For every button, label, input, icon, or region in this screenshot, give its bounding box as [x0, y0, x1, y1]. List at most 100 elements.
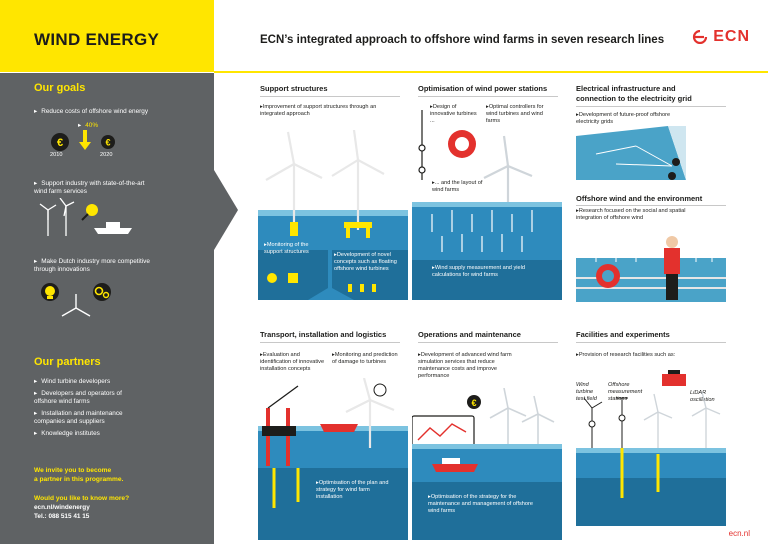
- know-more: Would you like to know more?: [34, 495, 130, 502]
- environment-text-1: Research focused on the social and spati…: [576, 208, 686, 222]
- installation-vessel-icon: [262, 385, 299, 466]
- wind-and-ship-graphic: [34, 197, 144, 238]
- distant-turbines-icon: [595, 248, 713, 262]
- goal-competitive: Make Dutch industry more competitive thr…: [34, 258, 154, 274]
- support-text-1: Improvement of support structures throug…: [260, 104, 390, 118]
- facility-label-measurement: Offshore measurement stations: [608, 382, 643, 402]
- cost-reduction-graphic: € €: [50, 128, 140, 160]
- transport-rule: [260, 342, 400, 343]
- operations-text-1: Development of advanced wind farm simula…: [418, 352, 524, 380]
- facilities-text-1: Provision of research facilities such as…: [576, 352, 716, 359]
- optimisation-text-2: Optimal controllers for wind turbines an…: [486, 104, 552, 125]
- partner-item: Developers and operators of offshore win…: [34, 390, 134, 406]
- small-turbine-icon: [39, 197, 75, 236]
- footer-url[interactable]: ecn.nl: [728, 529, 750, 538]
- floating-platform-icon: [344, 222, 372, 228]
- blade-design-icon: [418, 110, 426, 180]
- maintenance-ship-icon: [432, 464, 478, 472]
- facility-label-test-field: Wind turbine test field: [576, 382, 597, 402]
- transport-text-1: Evaluation and identification of innovat…: [260, 352, 326, 373]
- foundations-icon: [620, 448, 660, 498]
- measurement-mast-icon: [616, 397, 628, 454]
- optimisation-text-1: Design of innovative turbines ...: [430, 104, 478, 125]
- partners-title: Our partners: [34, 356, 101, 368]
- header-divider: [214, 71, 768, 73]
- partners-list: Wind turbine developers Developers and o…: [34, 378, 204, 438]
- cost-reduction-percent: 40%: [78, 122, 98, 130]
- grid-map-illustration: [576, 126, 686, 180]
- operations-text-2: Optimisation of the strategy for the mai…: [428, 494, 538, 515]
- svg-text:€: €: [471, 398, 476, 408]
- support-text-3: Development of novel concepts such as fl…: [334, 252, 400, 273]
- environment-title: Offshore wind and the environment: [576, 194, 703, 203]
- sensor-magnifier-icon: [267, 273, 277, 283]
- optimisation-title: Optimisation of wind power stations: [418, 84, 548, 93]
- foundation-icon: [272, 468, 300, 508]
- invite-line-2: a partner in this programme.: [34, 476, 124, 483]
- innovation-graphic: [36, 278, 126, 326]
- electrical-rule: [576, 106, 726, 107]
- turbine-rotor-icon: [61, 294, 91, 317]
- euro-coin-2020-icon: [101, 135, 115, 149]
- facilities-rule: [576, 342, 726, 343]
- operations-illustration: €: [411, 387, 562, 540]
- support-title: Support structures: [260, 84, 328, 93]
- environment-illustration: [576, 228, 726, 302]
- damage-monitor-icon: [373, 383, 387, 397]
- year-from: 2010: [50, 152, 63, 158]
- svg-text:€: €: [57, 137, 63, 149]
- electrical-text-1: Development of future-proof offshore ele…: [576, 112, 676, 126]
- partner-item: Knowledge institutes: [34, 430, 204, 438]
- euro-cost-icon: [467, 395, 481, 409]
- turbine-icon: [489, 387, 555, 448]
- operations-rule: [418, 342, 558, 343]
- transport-text-2: Monitoring and prediction of damage to t…: [332, 352, 398, 366]
- ecn-logo-icon: [693, 29, 708, 44]
- offshore-grid-icon: [595, 145, 673, 167]
- wind-farm-layout-icon: [431, 210, 533, 252]
- test-turbine-icon: [583, 397, 603, 454]
- optimisation-rule: [418, 96, 558, 97]
- euro-coin-2010-icon: [51, 133, 69, 151]
- transport-text-3: Optimisation of the plan and strategy fo…: [316, 480, 396, 501]
- turbine-icon: [345, 377, 395, 448]
- substation-icon: [672, 158, 680, 166]
- turbine-icon: [483, 135, 533, 208]
- support-text-2: Monitoring of the support structures: [264, 242, 324, 256]
- facilities-title: Facilities and experiments: [576, 330, 670, 339]
- transport-illustration: [258, 377, 408, 540]
- year-to: 2020: [100, 152, 113, 158]
- support-rule: [260, 96, 400, 97]
- page-title: WIND ENERGY: [34, 30, 160, 49]
- partner-item: Installation and maintenance companies a…: [34, 410, 154, 426]
- environment-rule: [576, 205, 726, 206]
- monopile-icon: [290, 222, 298, 236]
- contact-phone: Tel.: 088 515 41 15: [34, 513, 90, 520]
- turbine-icon: [265, 129, 385, 230]
- sidebar-pointer: [214, 170, 238, 250]
- optimisation-text-4: Wind supply measurement and yield calcul…: [432, 265, 542, 279]
- contact-url[interactable]: ecn.nl/windenergy: [34, 504, 90, 511]
- invite-line-1: We invite you to become: [34, 467, 112, 474]
- percent-value: 40%: [85, 122, 99, 129]
- page-subtitle: ECN’s integrated approach to offshore wi…: [260, 34, 665, 46]
- goal-support-industry: Support industry with state-of-the-art w…: [34, 180, 154, 196]
- partner-item: Wind turbine developers: [34, 378, 204, 386]
- ship-icon: [94, 228, 132, 234]
- magnifier-icon: [86, 204, 98, 216]
- transport-ship-icon: [320, 424, 358, 432]
- ecn-logo: ECN: [691, 28, 750, 46]
- facilities-illustration: [576, 368, 726, 526]
- sidebar: [0, 73, 214, 544]
- arrow-down-icon: [79, 130, 91, 150]
- lidar-icon: [662, 374, 686, 386]
- optimisation-text-3: ... and the layout of wind farms: [432, 180, 492, 194]
- electrical-title-2: connection to the electricity grid: [576, 94, 692, 103]
- goal-reduce-costs: Reduce costs of offshore wind energy: [34, 108, 204, 116]
- transport-title: Transport, installation and logistics: [260, 330, 387, 339]
- electrical-title-1: Electrical infrastructure and: [576, 84, 676, 93]
- facility-label-lidar: LiDAR oscillation: [690, 390, 715, 403]
- operations-title: Operations and maintenance: [418, 330, 521, 339]
- goals-title: Our goals: [34, 82, 86, 94]
- support-illustration: [258, 129, 408, 300]
